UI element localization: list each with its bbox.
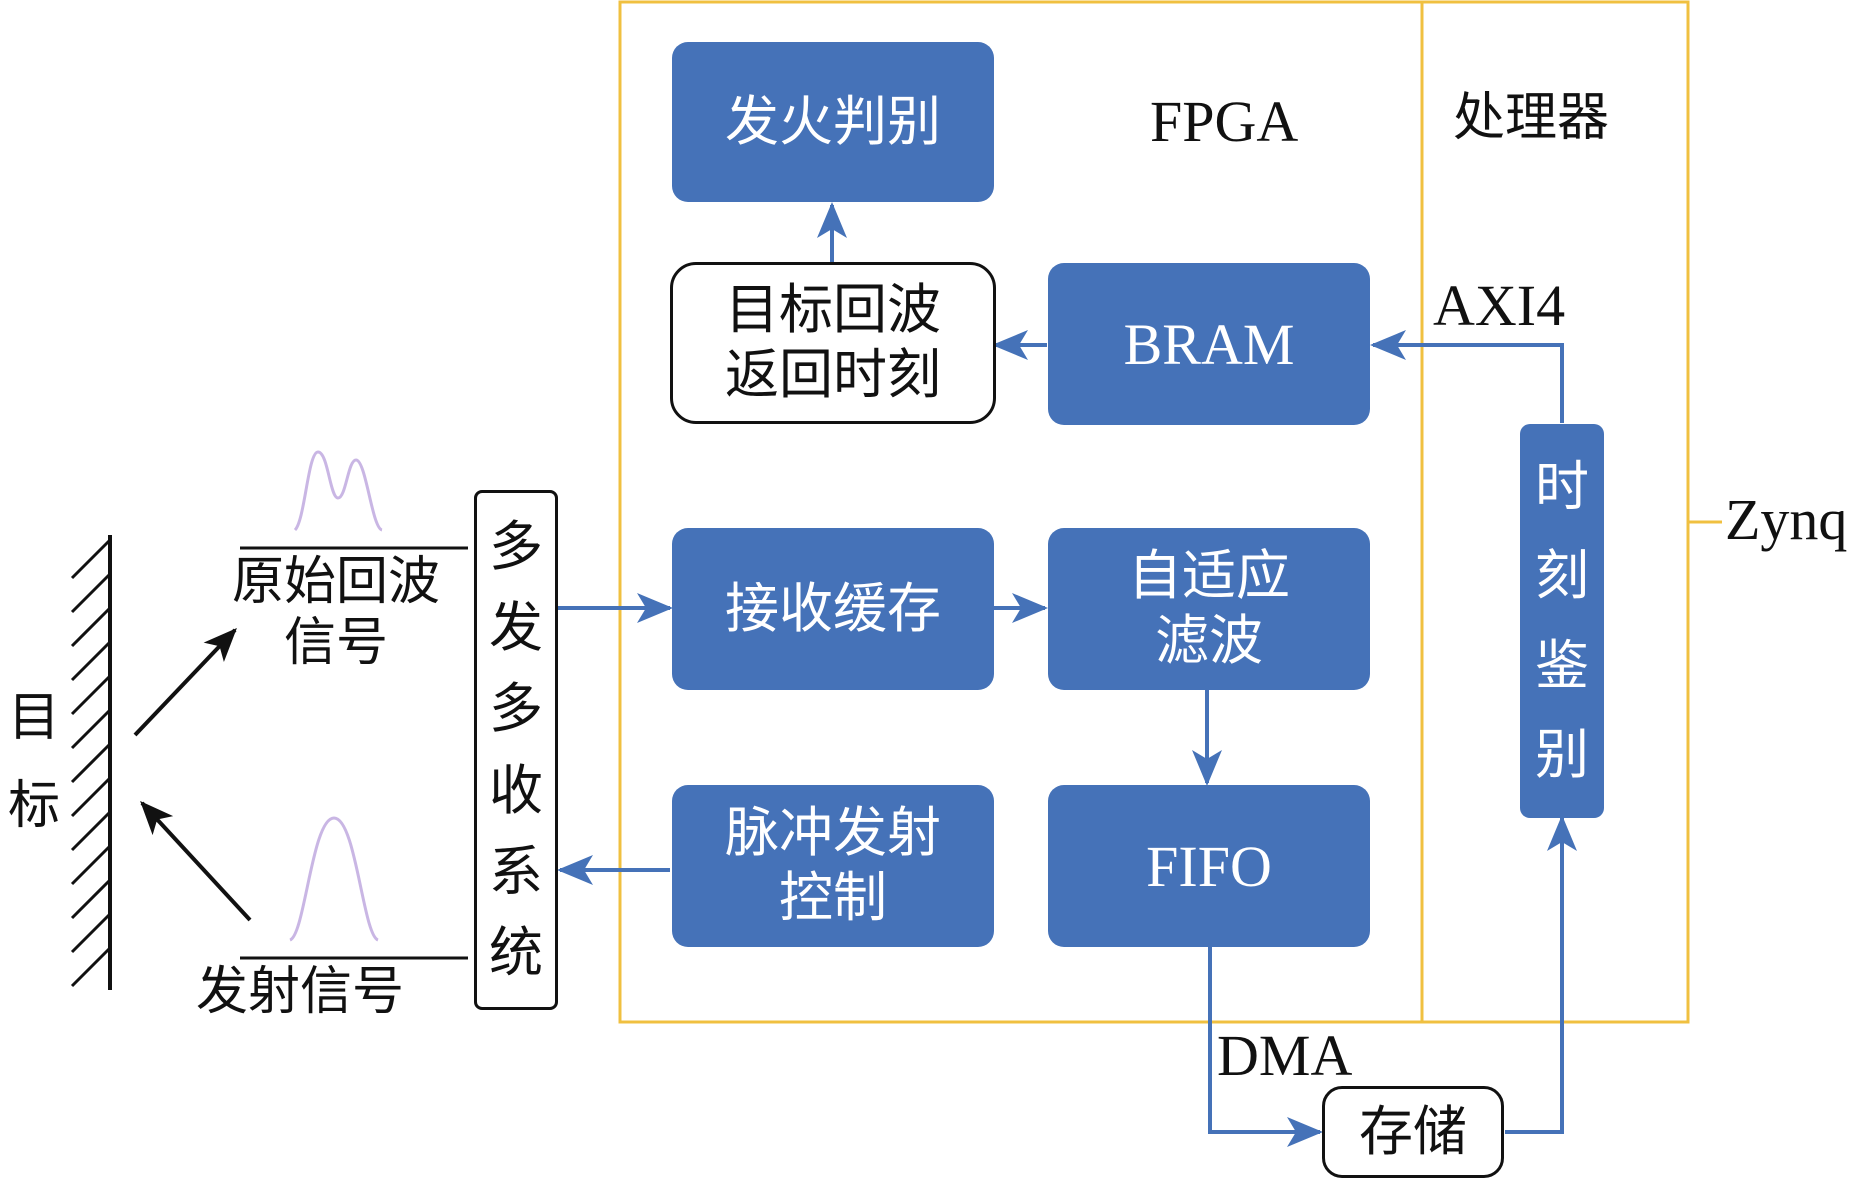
tx-pulse	[289, 816, 379, 942]
adaptive-filter-block: 自适应 滤波	[1048, 528, 1370, 690]
storage-to-discrimination-line	[1505, 815, 1577, 1134]
raw-echo-pulse	[293, 450, 383, 532]
fifo-text: FIFO	[1146, 833, 1272, 899]
echo-time-line-1: 目标回波	[725, 278, 941, 342]
dma-label: DMA	[1217, 1023, 1353, 1088]
raw-echo-label: 原始回波 信号	[196, 552, 476, 675]
time-discrimination-char-4: 别	[1535, 723, 1589, 787]
raw-echo-line-2: 信号	[283, 613, 388, 674]
mimo-system-block: 多 发 多 收 系 统	[474, 490, 558, 1010]
adaptive-filter-line-1: 自适应	[1128, 544, 1290, 608]
storage-text: 存储	[1359, 1099, 1467, 1163]
pulse-control-line-1: 脉冲发射	[725, 801, 941, 865]
fire-judge-block: 发火判别	[672, 42, 994, 202]
axi4-label: AXI4	[1433, 273, 1566, 338]
mimo-char-6: 统	[489, 920, 543, 984]
mimo-char-1: 多	[489, 515, 543, 579]
zynq-region-border	[618, 0, 1690, 1024]
fire-judge-text: 发火判别	[725, 89, 941, 153]
mimo-char-5: 系	[489, 839, 543, 903]
mimo-char-3: 多	[489, 677, 543, 741]
pulse-control-block: 脉冲发射 控制	[672, 785, 994, 947]
raw-echo-line-1: 原始回波	[231, 552, 440, 612]
bram-text: BRAM	[1123, 311, 1295, 377]
echo-time-block: 目标回波 返回时刻	[670, 262, 996, 424]
axi4-line	[1370, 330, 1564, 423]
echo-time-line-2: 返回时刻	[725, 343, 941, 406]
tx-signal-label: 发射信号	[196, 962, 405, 1022]
dma-line	[1208, 945, 1323, 1147]
time-discrimination-char-2: 刻	[1535, 544, 1589, 608]
fifo-block: FIFO	[1048, 785, 1370, 947]
mimo-char-4: 收	[489, 758, 543, 822]
target-label: 目 标	[4, 692, 64, 832]
storage-block: 存储	[1322, 1086, 1504, 1178]
time-discrimination-char-3: 鉴	[1535, 633, 1589, 697]
time-discrimination-block: 时 刻 鉴 别	[1520, 424, 1604, 818]
fpga-label: FPGA	[1150, 89, 1299, 154]
target-hatching	[70, 538, 112, 988]
rx-buffer-text: 接收缓存	[725, 576, 941, 640]
tx-arrow	[140, 800, 252, 922]
target-char-1: 目	[7, 688, 60, 748]
zynq-label: Zynq	[1725, 487, 1848, 552]
mimo-char-2: 发	[489, 596, 543, 660]
target-char-2: 标	[7, 776, 60, 836]
adaptive-filter-line-2: 滤波	[1155, 609, 1263, 672]
echo-arrow	[133, 627, 237, 737]
bram-block: BRAM	[1048, 263, 1370, 425]
pulse-control-line-2: 控制	[779, 866, 887, 929]
processor-label: 处理器	[1453, 88, 1610, 148]
rx-buffer-block: 接收缓存	[672, 528, 994, 690]
time-discrimination-char-1: 时	[1535, 454, 1589, 518]
